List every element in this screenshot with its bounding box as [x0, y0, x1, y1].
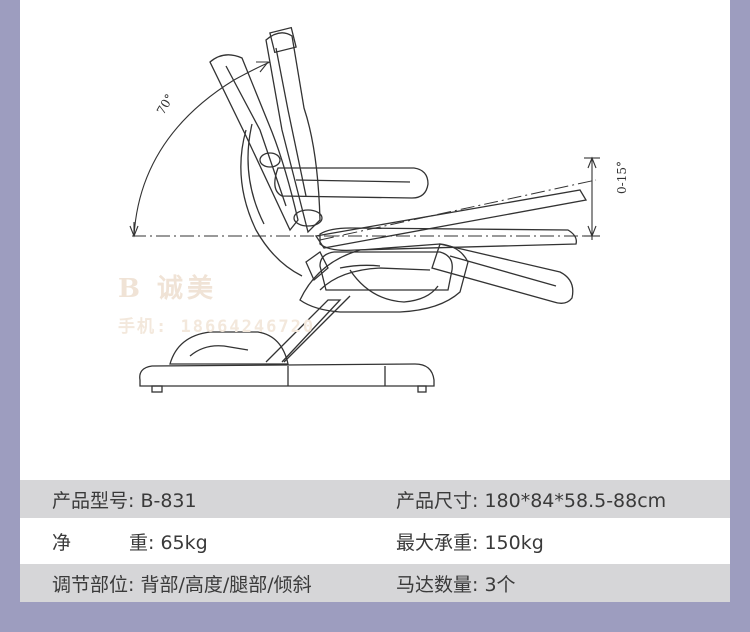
chair-pedestal	[169, 331, 289, 365]
spec-adjust-value: 背部/高度/腿部/倾斜	[140, 573, 312, 596]
spec-adjust: 调节部位: 背部/高度/腿部/倾斜	[52, 570, 312, 597]
angle-label-70: 70°	[154, 92, 177, 117]
spec-table: 产品型号: B-831 产品尺寸: 180*84*58.5-88cm 净 重: 6…	[20, 480, 730, 602]
spec-motors-label: 马达数量:	[396, 573, 479, 596]
raised-reference-line	[319, 179, 597, 241]
spec-adjust-label: 调节部位:	[52, 573, 135, 596]
armrest	[274, 167, 429, 199]
spec-model-value: B-831	[140, 489, 197, 512]
legrest-level	[319, 227, 577, 252]
spec-size: 产品尺寸: 180*84*58.5-88cm	[396, 486, 666, 513]
spec-max-load: 最大承重: 150kg	[396, 528, 544, 555]
spec-motors: 马达数量: 3个	[396, 570, 516, 597]
legrest-raised	[314, 189, 588, 249]
chair-base	[139, 363, 435, 387]
chair-column	[265, 299, 342, 363]
spec-weight: 净 重: 65kg	[52, 528, 208, 555]
legrest-lowered	[431, 243, 574, 304]
spec-max-load-value: 150kg	[484, 531, 544, 554]
spec-model-label: 产品型号:	[52, 489, 135, 512]
spec-weight-label-b: 重:	[129, 531, 155, 554]
spec-motors-value: 3个	[484, 573, 516, 596]
chair-technical-drawing: 70° 0-15° B 诚美 手机: 18664246720	[20, 0, 730, 470]
spec-row-weight: 净 重: 65kg 最大承重: 150kg	[20, 524, 730, 558]
spec-weight-label-a: 净	[52, 531, 72, 554]
spec-row-model: 产品型号: B-831 产品尺寸: 180*84*58.5-88cm	[20, 480, 730, 518]
backrest-reclined	[209, 54, 299, 232]
angle-arc-70	[133, 61, 271, 237]
product-panel: 70° 0-15° B 诚美 手机: 18664246720 产品型号: B-8…	[20, 0, 730, 602]
spec-model: 产品型号: B-831	[52, 486, 197, 513]
spec-weight-value: 65kg	[160, 531, 208, 554]
spec-row-adjust: 调节部位: 背部/高度/腿部/倾斜 马达数量: 3个	[20, 564, 730, 602]
spec-max-load-label: 最大承重:	[396, 531, 479, 554]
spec-size-label: 产品尺寸:	[396, 489, 479, 512]
chair-drawing-svg: 70° 0-15°	[129, 26, 629, 393]
spec-size-value: 180*84*58.5-88cm	[484, 489, 667, 512]
angle-label-0-15: 0-15°	[615, 161, 629, 194]
